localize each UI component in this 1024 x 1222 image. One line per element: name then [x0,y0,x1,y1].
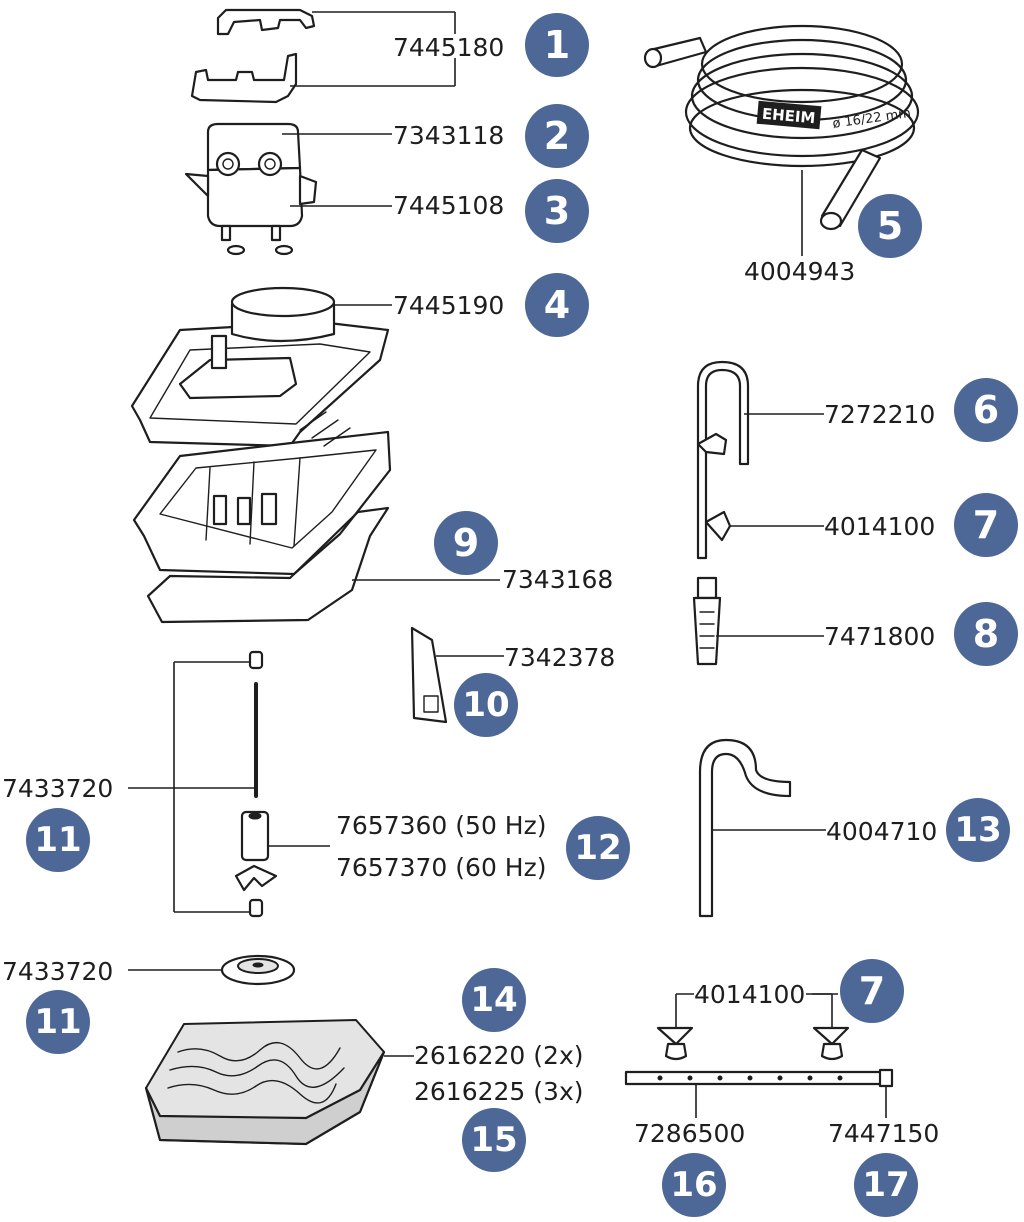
outlet-pipe-drawing [698,738,792,918]
badge-4-number: 4 [544,283,570,327]
hose-brand-text: EHEIM [761,105,816,128]
disc-drawing [220,954,296,986]
part-code-5: 4004943 [744,257,855,286]
part-code-6: 7272210 [824,400,935,429]
badge-13-number: 13 [954,810,1001,850]
badge-11-number: 11 [34,820,81,860]
badge-17: 17 [854,1153,918,1217]
part-code-4: 7445190 [393,291,504,320]
pump-head-drawing [184,122,318,256]
clip-drawing [190,8,316,104]
badge-5-number: 5 [877,204,903,248]
leader-11 [128,661,256,913]
badge-14: 14 [462,968,526,1032]
badge-3: 3 [525,179,589,243]
badge-14-number: 14 [470,980,517,1020]
badge-7b-number: 7 [859,969,885,1013]
badge-7b: 7 [840,959,904,1023]
part-code-17: 7447150 [828,1119,939,1148]
badge-1: 1 [525,13,589,77]
badge-8: 8 [954,602,1018,666]
badge-16: 16 [662,1153,726,1217]
sponge-drawing [144,1019,386,1146]
leader-1 [290,11,456,87]
badge-10: 10 [454,673,518,737]
part-code-12b: 7657370 (60 Hz) [336,853,546,882]
foam-insert-drawing [410,626,448,724]
badge-4: 4 [525,273,589,337]
hose-drawing [643,24,920,231]
leader-7b [675,993,838,1028]
badge-11b: 11 [26,990,90,1054]
badge-8-number: 8 [973,612,999,656]
badge-3-number: 3 [544,189,570,233]
badge-7: 7 [954,493,1018,557]
badge-12-number: 12 [574,828,621,868]
badge-9-number: 9 [453,521,479,565]
badge-6: 6 [954,378,1018,442]
part-code-11: 7433720 [2,774,113,803]
filter-housing-drawing [130,286,392,624]
part-code-15: 2616225 (3x) [414,1077,584,1106]
part-code-7b: 4014100 [694,980,805,1009]
spray-bar-drawing [624,1026,894,1088]
badge-10-number: 10 [462,685,509,725]
part-code-3: 7445108 [393,191,504,220]
badge-5: 5 [858,194,922,258]
part-code-2: 7343118 [393,121,504,150]
badge-13: 13 [946,798,1010,862]
part-code-13: 4004710 [826,817,937,846]
badge-2-number: 2 [544,114,570,158]
badge-15: 15 [462,1108,526,1172]
badge-16-number: 16 [670,1165,717,1205]
part-code-8: 7471800 [824,622,935,651]
part-code-16: 7286500 [634,1119,745,1148]
part-code-11b: 7433720 [2,957,113,986]
part-code-1: 7445180 [393,33,504,62]
badge-6-number: 6 [973,388,999,432]
badge-2: 2 [525,104,589,168]
badge-1-number: 1 [544,23,570,67]
badge-9: 9 [434,511,498,575]
part-code-9: 7343168 [502,565,613,594]
badge-11: 11 [26,808,90,872]
part-code-14: 2616220 (2x) [414,1041,584,1070]
badge-11b-number: 11 [34,1002,81,1042]
badge-15-number: 15 [470,1120,517,1160]
impeller-drawing [234,650,278,918]
intake-pipe-drawing [692,360,750,666]
badge-12: 12 [566,816,630,880]
part-code-12a: 7657360 (50 Hz) [336,811,546,840]
part-code-10: 7342378 [504,643,615,672]
part-code-7: 4014100 [824,512,935,541]
badge-7-number: 7 [973,503,999,547]
badge-17-number: 17 [862,1165,909,1205]
